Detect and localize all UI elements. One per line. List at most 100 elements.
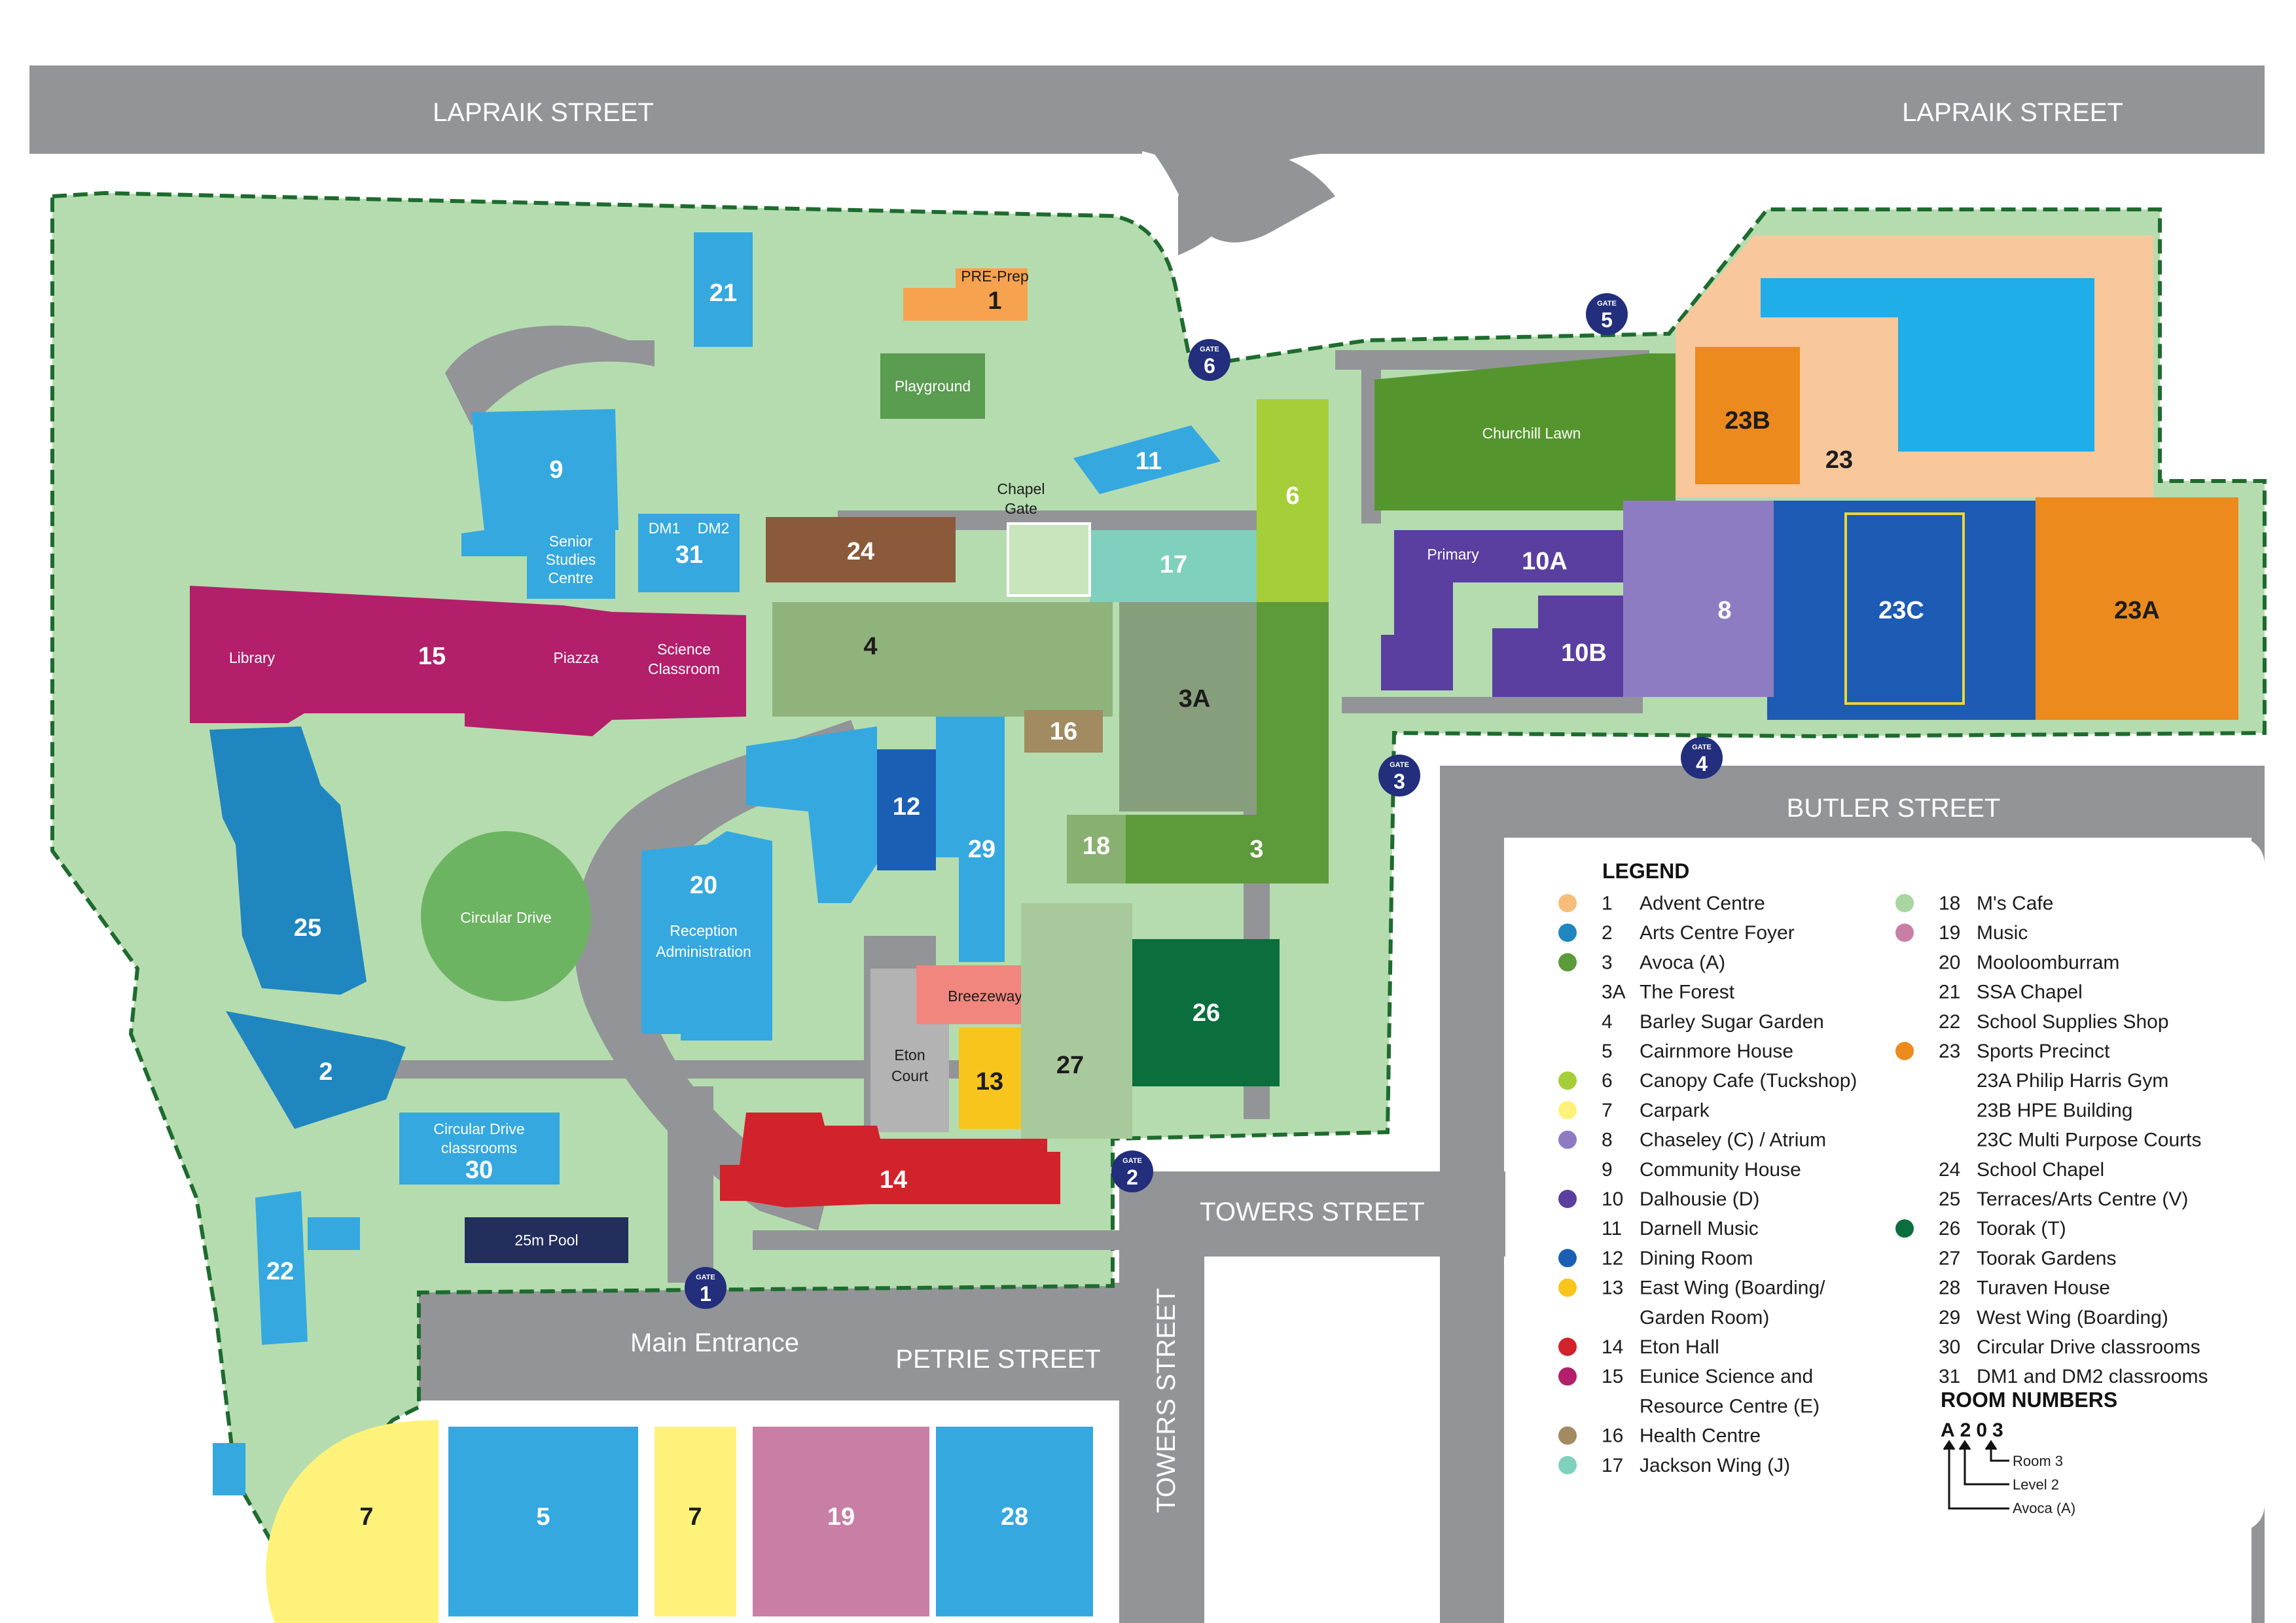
the-forest-3a xyxy=(1119,602,1257,812)
science-label-2: Classroom xyxy=(648,660,720,677)
gate-6: GATE 6 xyxy=(1189,339,1230,381)
building-7-label-a: 7 xyxy=(359,1503,373,1531)
legend-item-number: 26 xyxy=(1939,1218,1960,1240)
legend-item-name: Dalhousie (D) xyxy=(1640,1188,1759,1210)
building-22 xyxy=(255,1191,308,1345)
legend-item-name: Circular Drive classrooms xyxy=(1977,1336,2200,1358)
building-30 xyxy=(399,1113,560,1185)
building-21 xyxy=(694,232,753,347)
legend-panel xyxy=(1505,838,2265,1531)
svg-text:5: 5 xyxy=(1601,308,1613,332)
legend-swatch xyxy=(1558,1455,1577,1474)
legend-item-name: 23B HPE Building xyxy=(1977,1099,2132,1121)
room-numbers-title: ROOM NUMBERS xyxy=(1941,1388,2117,1412)
legend-item-name: East Wing (Boarding/ xyxy=(1640,1277,1825,1299)
legend-item-number: 18 xyxy=(1939,893,1960,914)
legend-swatch xyxy=(1895,923,1914,942)
legend-item: 23B HPE Building xyxy=(1977,1099,2132,1121)
circular-classrooms-label-1: Circular Drive xyxy=(433,1120,524,1137)
dm1-label: DM1 xyxy=(649,520,681,537)
eton-court-label-1: Eton xyxy=(894,1046,925,1063)
legend-swatch xyxy=(1558,953,1577,972)
building-22-annex xyxy=(308,1217,360,1250)
building-6-label: 6 xyxy=(1285,482,1299,510)
legend-item-name: Chaseley (C) / Atrium xyxy=(1640,1130,1826,1151)
library-label: Library xyxy=(229,649,276,666)
building-18-label: 18 xyxy=(1083,832,1110,860)
building-19-label: 19 xyxy=(827,1503,855,1531)
pool-23b xyxy=(1898,278,2094,452)
legend-item-number: 7 xyxy=(1602,1099,1613,1121)
legend-item: 24 School Chapel xyxy=(1939,1159,2104,1181)
building-12-label: 12 xyxy=(893,793,920,821)
building-7-label-b: 7 xyxy=(688,1503,702,1531)
legend-item-number: 20 xyxy=(1939,952,1960,973)
legend-swatch xyxy=(1558,1367,1577,1386)
svg-text:3: 3 xyxy=(1393,770,1405,793)
building-8 xyxy=(1623,501,1774,697)
legend-item-name: Eunice Science and xyxy=(1640,1366,1813,1387)
building-22-label: 22 xyxy=(266,1258,294,1285)
legend-item-name: Canopy Cafe (Tuckshop) xyxy=(1640,1070,1857,1092)
legend-swatch xyxy=(1558,1071,1577,1090)
playground-label: Playground xyxy=(895,378,971,395)
legend-item-name: M's Cafe xyxy=(1977,893,2053,914)
building-code-label: Avoca (A) xyxy=(2013,1500,2075,1516)
legend-item-number: 13 xyxy=(1602,1277,1623,1299)
building-23c-label: 23C xyxy=(1878,597,1924,624)
legend-item: 18 M's Cafe xyxy=(1895,893,2053,914)
building-24-label: 24 xyxy=(847,538,874,565)
building-16 xyxy=(1024,710,1103,753)
barley-sugar-garden-4 xyxy=(772,602,1113,717)
towers-street-vertical-label: TOWERS STREET xyxy=(1152,1288,1181,1513)
legend-item-number: 17 xyxy=(1602,1455,1623,1476)
building-23b xyxy=(1695,347,1800,484)
svg-text:GATE: GATE xyxy=(696,1274,715,1281)
legend-item-number: 16 xyxy=(1602,1425,1623,1447)
legend-item-number: 5 xyxy=(1602,1041,1613,1062)
legend-item-number: 22 xyxy=(1939,1011,1960,1033)
roads xyxy=(29,65,2265,1623)
building-16-label: 16 xyxy=(1050,718,1077,745)
building-26-label: 26 xyxy=(1193,999,1220,1027)
building-23a-label: 23A xyxy=(2114,597,2160,624)
toorak-gardens-27 xyxy=(1021,903,1132,1139)
building-26 xyxy=(1132,939,1280,1086)
legend-item: Garden Room) xyxy=(1640,1307,1769,1329)
building-19 xyxy=(753,1427,929,1616)
building-11 xyxy=(1073,425,1221,494)
circular-classrooms-label-2: classrooms xyxy=(441,1139,517,1156)
legend-item: 23A Philip Harris Gym xyxy=(1977,1070,2168,1092)
legend-swatch xyxy=(1895,1219,1914,1238)
building-20-label: 20 xyxy=(690,872,717,899)
building-9 xyxy=(461,409,619,556)
building-14-label: 14 xyxy=(880,1166,907,1194)
gate-2: GATE 2 xyxy=(1111,1150,1153,1192)
breezeway-label: Breezeway xyxy=(948,988,1022,1005)
legend-item-name: Terraces/Arts Centre (V) xyxy=(1977,1188,2188,1210)
churchill-lawn-label: Churchill Lawn xyxy=(1482,425,1581,442)
legend-item-number: 14 xyxy=(1602,1336,1623,1358)
legend-item-name: Arts Centre Foyer xyxy=(1640,922,1795,944)
lapraik-street-east-label: LAPRAIK STREET xyxy=(1902,98,2123,127)
chapel-gate-area xyxy=(1007,522,1091,597)
legend-swatch xyxy=(1558,1338,1577,1356)
legend-item-name: School Chapel xyxy=(1977,1159,2104,1181)
svg-text:GATE: GATE xyxy=(1597,300,1617,308)
legend-item-number: 2 xyxy=(1602,922,1613,944)
building-8-label: 8 xyxy=(1717,597,1731,624)
small-blue-building xyxy=(213,1443,245,1495)
gate-4: GATE 4 xyxy=(1681,737,1723,779)
dm2-label: DM2 xyxy=(698,520,730,537)
legend-item-number: 24 xyxy=(1939,1159,1960,1181)
legend-item-name: Toorak (T) xyxy=(1977,1218,2066,1240)
senior-studies-label-2: Studies xyxy=(546,551,596,568)
